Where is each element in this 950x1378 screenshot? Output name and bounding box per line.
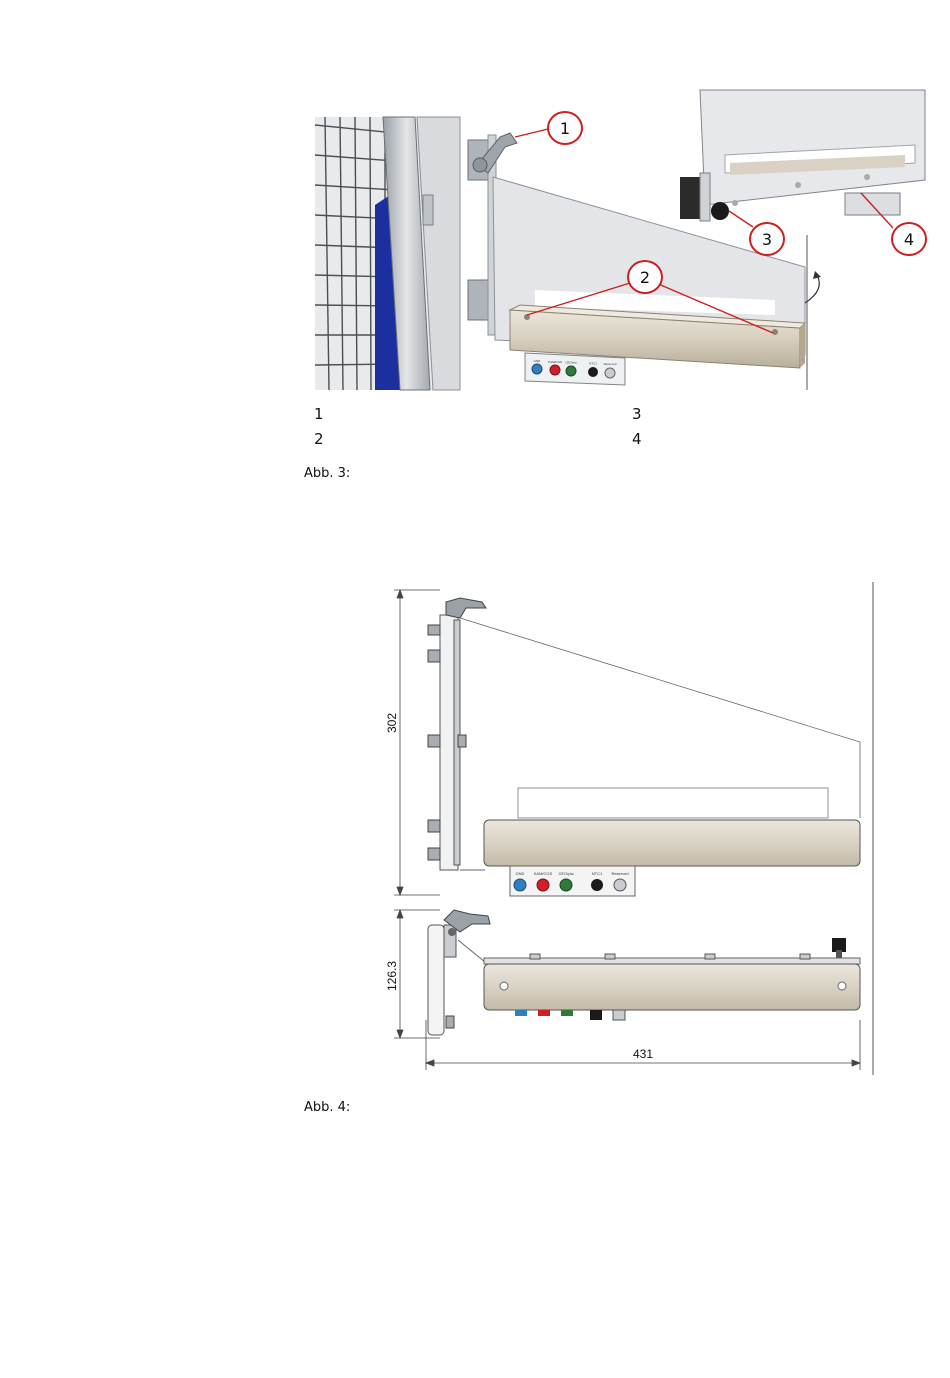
- callout-2-number: 2: [640, 268, 650, 287]
- panel-label: CEO/pla: [565, 361, 577, 365]
- callout-4: 4: [891, 222, 927, 256]
- legend-item-4: 4: [632, 430, 642, 448]
- callout-2: 2: [627, 260, 663, 294]
- panel-label: NTC1: [589, 361, 597, 365]
- panel-label: GND: [534, 359, 542, 363]
- dimension-label-126-3: 126.3: [385, 961, 399, 991]
- panel-label: KAM/CGS: [548, 360, 562, 364]
- fence-frame: [315, 117, 460, 390]
- panel-label: Reserved: [611, 871, 628, 876]
- panel-label: KAM/CGS: [534, 871, 553, 876]
- figure-3-caption: Abb. 3:: [304, 466, 350, 481]
- figure-4-drawing: GND KAM/CGS CEO/pla NTC1 Reserved: [380, 580, 880, 1080]
- panel-label: CEO/pla: [558, 871, 574, 876]
- panel-label: GND: [516, 871, 525, 876]
- legend-item-2: 2: [314, 430, 324, 448]
- callout-1-number: 1: [560, 119, 570, 138]
- panel-label: NTC1: [592, 871, 603, 876]
- legend-item-3: 3: [632, 405, 642, 423]
- legend-item-1: 1: [314, 405, 324, 423]
- front-view: [428, 598, 860, 896]
- top-view: [428, 910, 860, 1035]
- dimension-label-302: 302: [385, 713, 399, 733]
- dimension-label-431: 431: [633, 1047, 653, 1061]
- detail-inset: [680, 90, 925, 221]
- connector-panel: [525, 353, 625, 385]
- callout-4-number: 4: [904, 230, 914, 249]
- dimension-431: [426, 1020, 860, 1070]
- panel-label: Reserved: [604, 362, 617, 366]
- figure-4-caption: Abb. 4:: [304, 1100, 350, 1115]
- callout-1: 1: [547, 111, 583, 145]
- callout-3: 3: [749, 222, 785, 256]
- callout-3-number: 3: [762, 230, 772, 249]
